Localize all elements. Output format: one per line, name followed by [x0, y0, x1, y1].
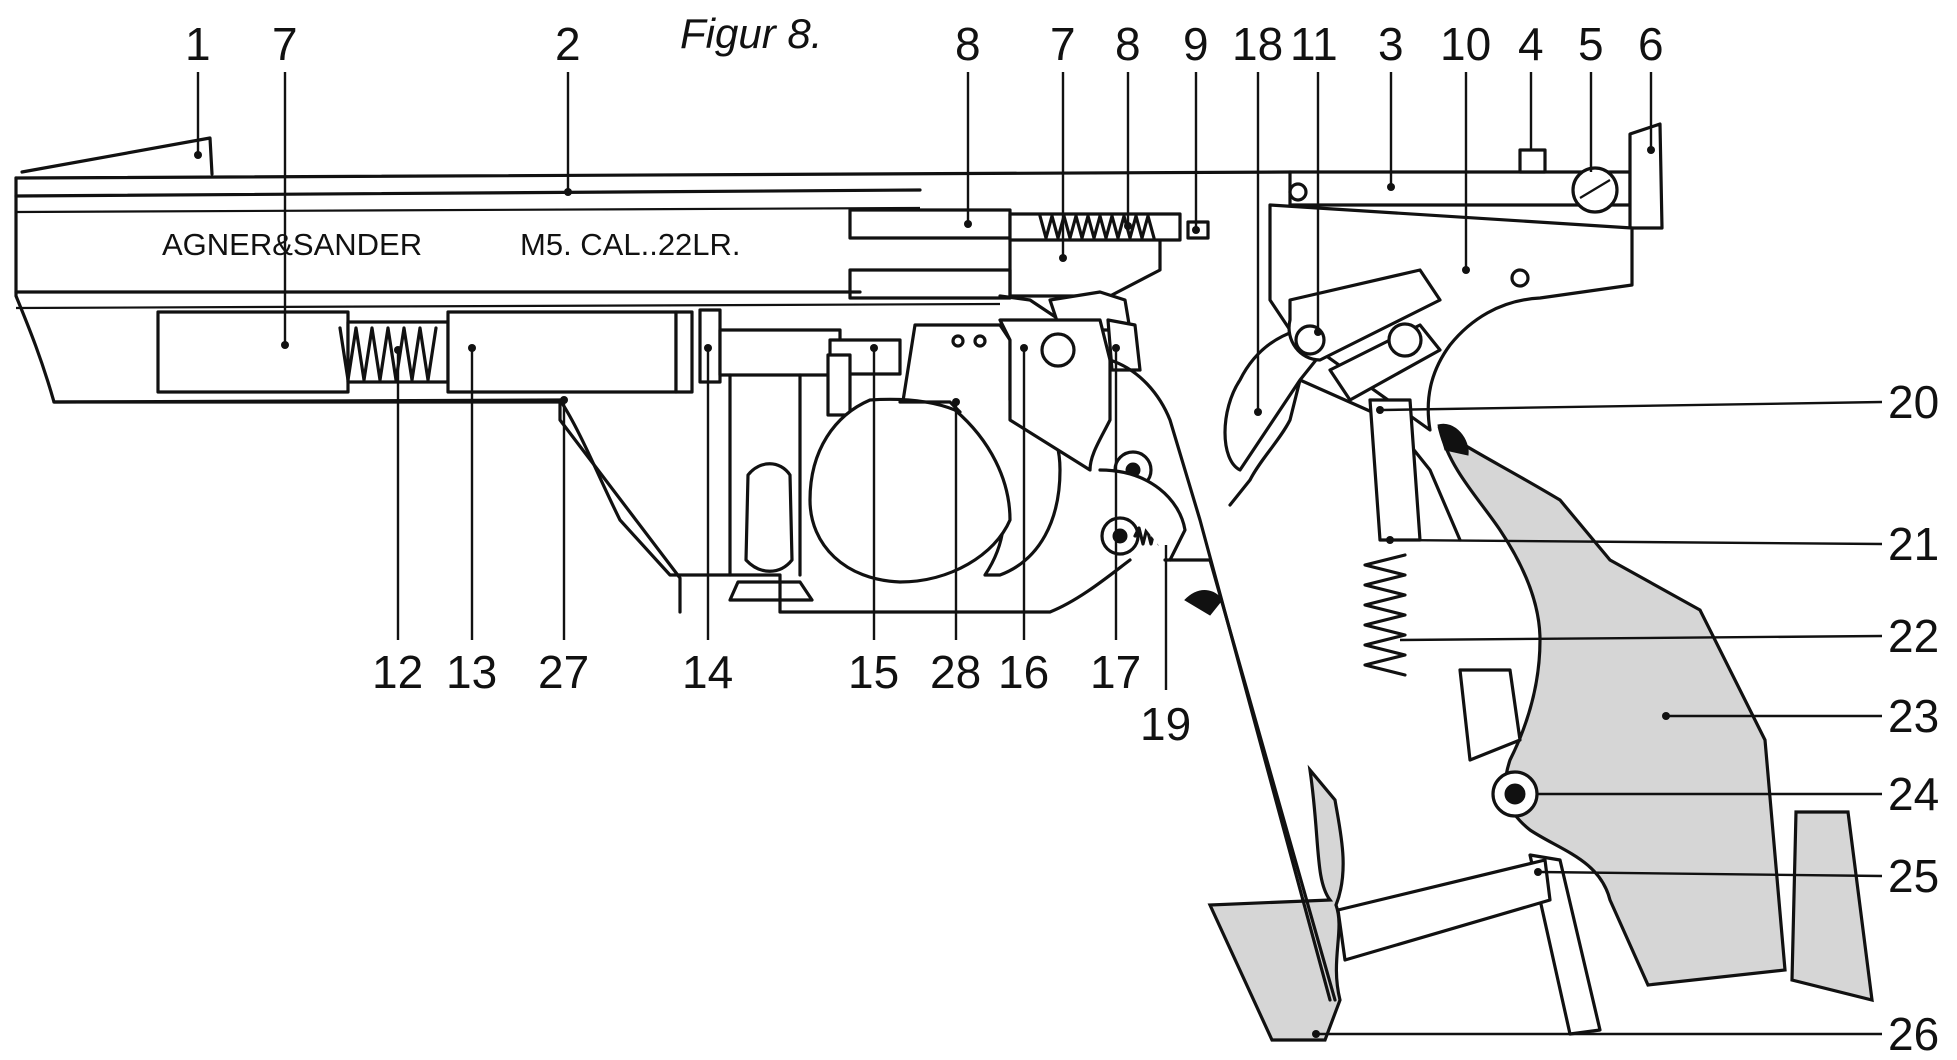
sear-link — [826, 353, 852, 417]
hammer-pivot — [1040, 332, 1076, 368]
right-leaders — [1312, 400, 1883, 1038]
sear-arm — [1098, 468, 1187, 562]
rear-sight-leaf — [1628, 122, 1664, 230]
frame-pin-b — [1510, 268, 1530, 288]
label-15: 15 — [848, 646, 899, 698]
front-sight — [20, 136, 214, 176]
trigger-group — [808, 318, 1187, 584]
mainspring-plunger — [1368, 398, 1422, 542]
magazine-base — [1336, 858, 1552, 962]
engraving-brand: AGNER&SANDER — [162, 227, 422, 262]
label-2: 2 — [555, 18, 581, 70]
grip-front-strap — [1108, 358, 1332, 1002]
label-26: 26 — [1888, 1008, 1939, 1060]
bolt-hatch — [1008, 236, 1162, 298]
mag-release-column — [728, 373, 802, 577]
recoil-spring — [338, 326, 438, 382]
grip-panels — [1207, 426, 1874, 1042]
grip-panel-front — [1207, 764, 1345, 1042]
label-20: 20 — [1888, 376, 1939, 428]
label-28: 28 — [930, 646, 981, 698]
mainspring — [1363, 553, 1407, 677]
label-3: 3 — [1378, 18, 1404, 70]
label-11: 11 — [1290, 18, 1338, 70]
bolt-lower-edge — [998, 294, 1062, 322]
label-21: 21 — [1888, 518, 1939, 570]
hammer — [998, 318, 1112, 472]
label-8b: 8 — [1115, 18, 1141, 70]
label-27: 27 — [538, 646, 589, 698]
mag-release-plunger — [744, 462, 794, 573]
barrel-top-edge — [14, 170, 1292, 180]
label-6: 6 — [1638, 18, 1664, 70]
barrel-lower-rib — [15, 302, 1001, 310]
label-7b: 7 — [1050, 18, 1076, 70]
label-22: 22 — [1888, 610, 1939, 662]
label-23: 23 — [1888, 690, 1939, 742]
label-4: 4 — [1518, 18, 1544, 70]
label-1: 1 — [185, 18, 211, 70]
recoil-piston — [446, 310, 678, 394]
label-9: 9 — [1183, 18, 1209, 70]
grip-frame — [1108, 268, 1602, 1036]
barrel-rib-line — [15, 206, 921, 214]
label-25: 25 — [1888, 850, 1939, 902]
recoil-stop — [674, 310, 694, 394]
label-10: 10 — [1440, 18, 1491, 70]
label-16: 16 — [998, 646, 1049, 698]
grip-panel-heel — [1790, 810, 1874, 1003]
firing-pin-spring — [1038, 214, 1156, 240]
label-18: 18 — [1232, 18, 1283, 70]
mag-release-upper — [718, 328, 842, 377]
grip-checkering-top — [1184, 590, 1223, 616]
barrel-muzzle — [14, 176, 562, 404]
magazine-release — [718, 328, 842, 602]
frame-trigger-step — [558, 398, 682, 614]
breech-lower-hatch — [848, 268, 1012, 300]
label-14: 14 — [682, 646, 733, 698]
breech-upper-hatch — [848, 208, 1012, 240]
mainspring-seat — [1458, 668, 1522, 762]
label-8a: 8 — [955, 18, 981, 70]
label-17: 17 — [1090, 646, 1141, 698]
trigger-pin-a — [951, 334, 965, 348]
figure-title: Figur 8. — [680, 10, 822, 57]
label-7a: 7 — [272, 18, 298, 70]
engraving-model: M5. CAL..22LR. — [520, 227, 741, 262]
rear-sight-screw-slot — [1579, 179, 1611, 199]
bottom-leaders — [394, 344, 1168, 690]
grip-front-inner — [1163, 558, 1337, 1002]
mag-release-base — [728, 580, 814, 602]
recoil-guide — [156, 310, 350, 394]
trigger-pin-b — [973, 334, 987, 348]
top-leaders — [194, 72, 1655, 416]
frame-pin-a — [1288, 182, 1308, 202]
barrel-assembly — [14, 122, 1664, 614]
grip-screw — [1504, 783, 1526, 805]
label-5: 5 — [1578, 18, 1604, 70]
hammer-lever — [1287, 268, 1442, 362]
grip-rear-frame — [1228, 378, 1462, 542]
label-19: 19 — [1140, 698, 1191, 750]
label-12: 12 — [372, 646, 423, 698]
frame-lower-edge — [52, 398, 1132, 614]
barrel-upper-line — [14, 188, 922, 198]
rear-sight-blade — [1518, 148, 1547, 174]
recoil-assembly — [156, 308, 722, 394]
breech-block — [848, 208, 1210, 332]
label-13: 13 — [446, 646, 497, 698]
grip-checkering-rear — [1437, 423, 1469, 456]
label-24: 24 — [1888, 768, 1939, 820]
strut-link-pin — [1387, 322, 1423, 358]
